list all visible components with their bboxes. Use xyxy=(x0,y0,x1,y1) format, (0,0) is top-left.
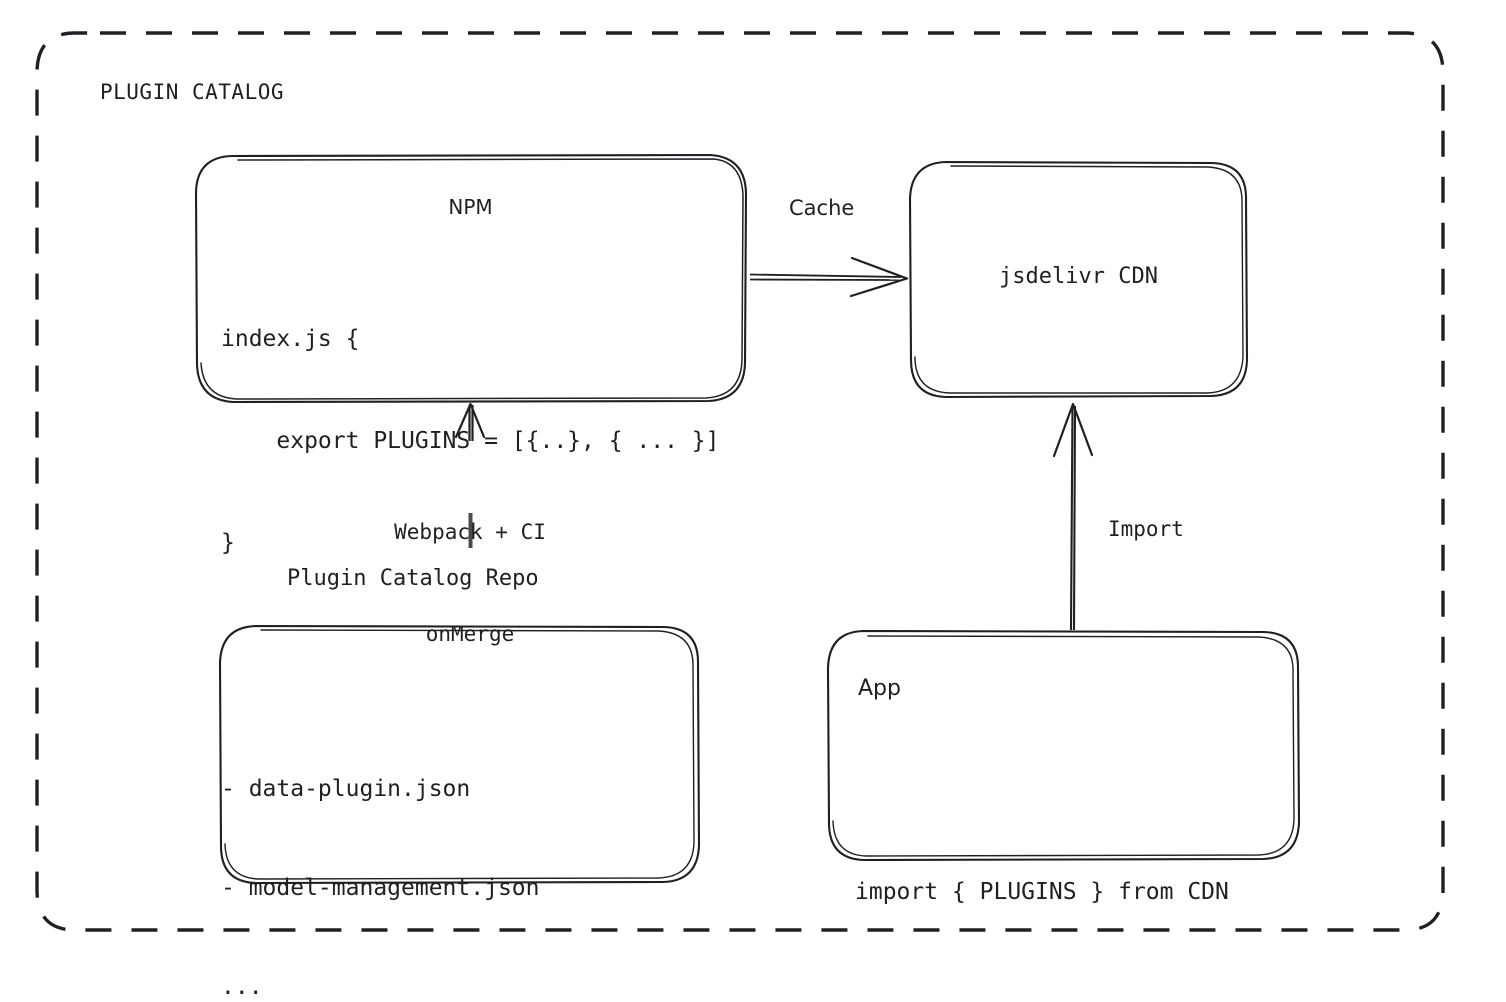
edge-label-import: Import xyxy=(1108,517,1184,541)
npm-code-line: } xyxy=(221,530,235,556)
app-node-code: import { PLUGINS } from CDN PLUGINS.forE… xyxy=(855,737,1229,1002)
edge-label-cache: Cache xyxy=(789,196,855,220)
app-code-line: import { PLUGINS } from CDN xyxy=(855,879,1229,905)
repo-node-file-list: - data-plugin.json - model-management.js… xyxy=(221,707,540,1002)
arrow-npm-to-cdn xyxy=(749,256,909,298)
edge-label-webpack-ci: Webpack + CI onMerge xyxy=(330,447,610,719)
arrow-app-to-cdn xyxy=(1052,402,1094,631)
edge-label-line: Webpack + CI xyxy=(394,520,546,544)
cdn-node-title: jsdelivr CDN xyxy=(999,264,1158,289)
list-item: - data-plugin.json xyxy=(221,776,471,802)
npm-node-title: NPM xyxy=(448,195,493,219)
list-item: ... xyxy=(221,974,263,1000)
repo-node-title: Plugin Catalog Repo xyxy=(287,566,539,591)
npm-node-code: index.js { export PLUGINS = [{..}, { ...… xyxy=(221,254,720,628)
list-item: - model-management.json xyxy=(221,875,540,901)
group-title: PLUGIN CATALOG xyxy=(100,80,285,104)
edge-label-line: onMerge xyxy=(425,622,515,646)
npm-code-line: export PLUGINS = [{..}, { ... }] xyxy=(221,428,720,454)
npm-code-line: index.js { xyxy=(221,326,360,352)
app-node-title: App xyxy=(858,676,901,701)
